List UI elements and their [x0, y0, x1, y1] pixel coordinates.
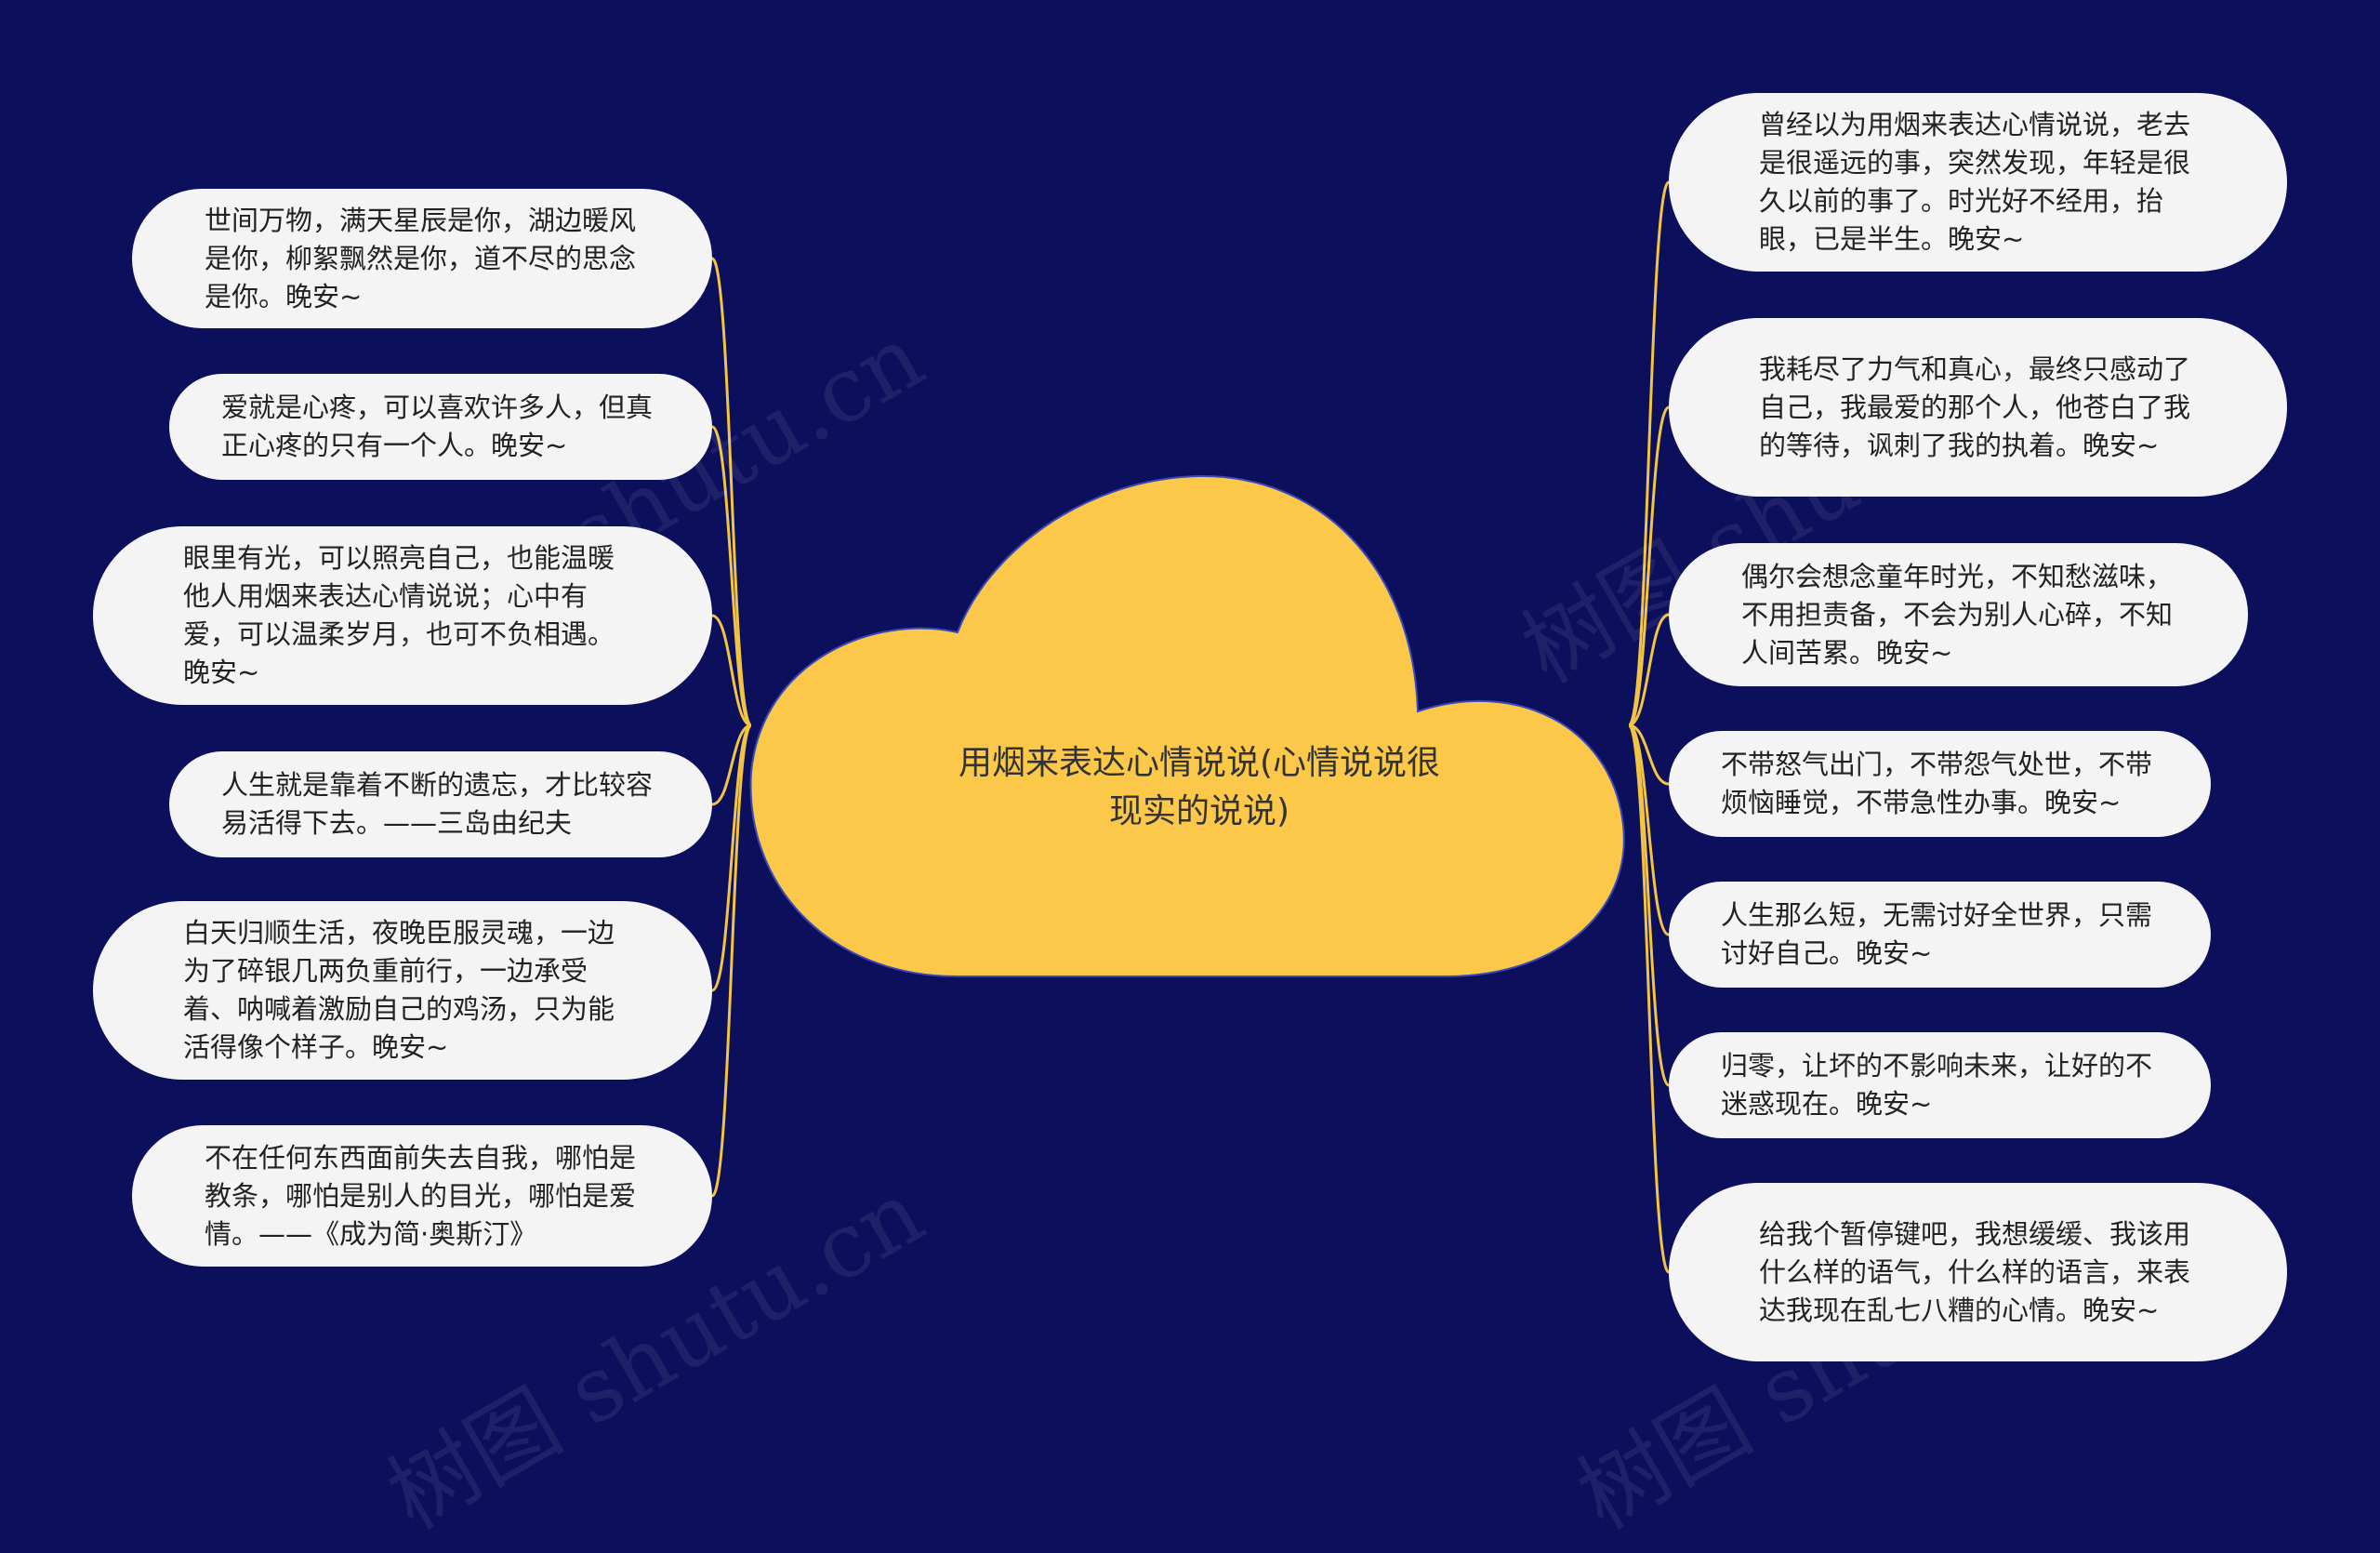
right-node-6-text: 归零，让坏的不影响未来，让好的不迷惑现在。晚安~	[1721, 1050, 2153, 1120]
connector-left-7	[711, 723, 752, 806]
right-node-2-text: 我耗尽了力气和真心，最终只感动了自己，我最爱的那个人，他苍白了我的等待，讽刺了我…	[1759, 352, 2191, 461]
mind-map-canvas: 用烟来表达心情说说(心情说说很现实的说说) 世间万物，满天星辰是你，湖边暖风是你…	[93, 93, 2287, 1549]
connector-left-1	[710, 257, 753, 727]
right-node-5-text: 人生那么短，无需讨好全世界，只需讨好自己。晚安~	[1721, 899, 2153, 969]
left-node-3[interactable]: 眼里有光，可以照亮自己，也能温暖他人用烟来表达心情说说；心中有爱，可以温柔岁月，…	[93, 526, 712, 705]
connector-right-1	[1627, 180, 1671, 727]
connector-right-9	[1628, 723, 1670, 936]
connector-right-7	[1628, 723, 1670, 786]
connector-right-3	[1627, 405, 1671, 727]
right-node-1[interactable]: 曾经以为用烟来表达心情说说，老去是很遥远的事，突然发现，年轻是很久以前的事了。时…	[1669, 93, 2287, 272]
connector-left-3	[710, 425, 753, 727]
right-node-3-text: 偶尔会想念童年时光，不知愁滋味，不用担责备，不会为别人心碎，不知人间苦累。晚安~	[1741, 560, 2174, 669]
left-node-6[interactable]: 不在任何东西面前失去自我，哪怕是教条，哪怕是别人的目光，哪怕是爱情。——《成为简…	[132, 1125, 712, 1267]
left-node-5-text: 白天归顺生活，夜晚臣服灵魂，一边为了碎银几两负重前行，一边承受着、呐喊着激励自己…	[183, 917, 615, 1063]
connector-right-13	[1627, 723, 1671, 1274]
left-node-4[interactable]: 人生就是靠着不断的遗忘，才比较容易活得下去。——三岛由纪夫	[169, 751, 712, 857]
right-node-7-text: 给我个暂停键吧，我想缓缓、我该用什么样的语气，什么样的语言，来表达我现在乱七八糟…	[1759, 1217, 2191, 1326]
left-node-2-text: 爱就是心疼，可以喜欢许多人，但真正心疼的只有一个人。晚安~	[221, 392, 654, 461]
right-node-4[interactable]: 不带怒气出门，不带怨气处世，不带烦恼睡觉，不带急性办事。晚安~	[1669, 731, 2211, 837]
left-node-4-text: 人生就是靠着不断的遗忘，才比较容易活得下去。——三岛由纪夫	[221, 769, 654, 839]
connector-left-11	[710, 723, 753, 1198]
connector-left-9	[711, 723, 752, 992]
left-node-6-text: 不在任何东西面前失去自我，哪怕是教条，哪怕是别人的目光，哪怕是爱情。——《成为简…	[205, 1141, 637, 1250]
connector-right-5	[1628, 613, 1670, 727]
right-node-3[interactable]: 偶尔会想念童年时光，不知愁滋味，不用担责备，不会为别人心碎，不知人间苦累。晚安~	[1669, 543, 2248, 686]
right-node-4-text: 不带怒气出门，不带怨气处世，不带烦恼睡觉，不带急性办事。晚安~	[1721, 749, 2153, 818]
left-node-3-text: 眼里有光，可以照亮自己，也能温暖他人用烟来表达心情说说；心中有爱，可以温柔岁月，…	[183, 542, 615, 688]
central-topic[interactable]: 用烟来表达心情说说(心情说说很现实的说说)	[958, 744, 1441, 830]
center-cloud	[749, 474, 1625, 977]
right-node-5[interactable]: 人生那么短，无需讨好全世界，只需讨好自己。晚安~	[1669, 882, 2211, 988]
left-node-1[interactable]: 世间万物，满天星辰是你，湖边暖风是你，柳絮飘然是你，道不尽的思念是你。晚安~	[132, 189, 712, 328]
right-node-1-text: 曾经以为用烟来表达心情说说，老去是很遥远的事，突然发现，年轻是很久以前的事了。时…	[1759, 109, 2191, 255]
left-node-2[interactable]: 爱就是心疼，可以喜欢许多人，但真正心疼的只有一个人。晚安~	[169, 374, 712, 480]
connector-left-5	[711, 614, 752, 727]
left-node-5[interactable]: 白天归顺生活，夜晚臣服灵魂，一边为了碎银几两负重前行，一边承受着、呐喊着激励自己…	[93, 901, 712, 1080]
right-node-7[interactable]: 给我个暂停键吧，我想缓缓、我该用什么样的语气，什么样的语言，来表达我现在乱七八糟…	[1669, 1183, 2287, 1361]
left-node-1-text: 世间万物，满天星辰是你，湖边暖风是你，柳絮飘然是你，道不尽的思念是你。晚安~	[205, 204, 637, 312]
connector-lines	[710, 180, 1671, 1274]
right-node-2[interactable]: 我耗尽了力气和真心，最终只感动了自己，我最爱的那个人，他苍白了我的等待，讽刺了我…	[1669, 318, 2287, 497]
right-node-6[interactable]: 归零，让坏的不影响未来，让好的不迷惑现在。晚安~	[1669, 1032, 2211, 1138]
